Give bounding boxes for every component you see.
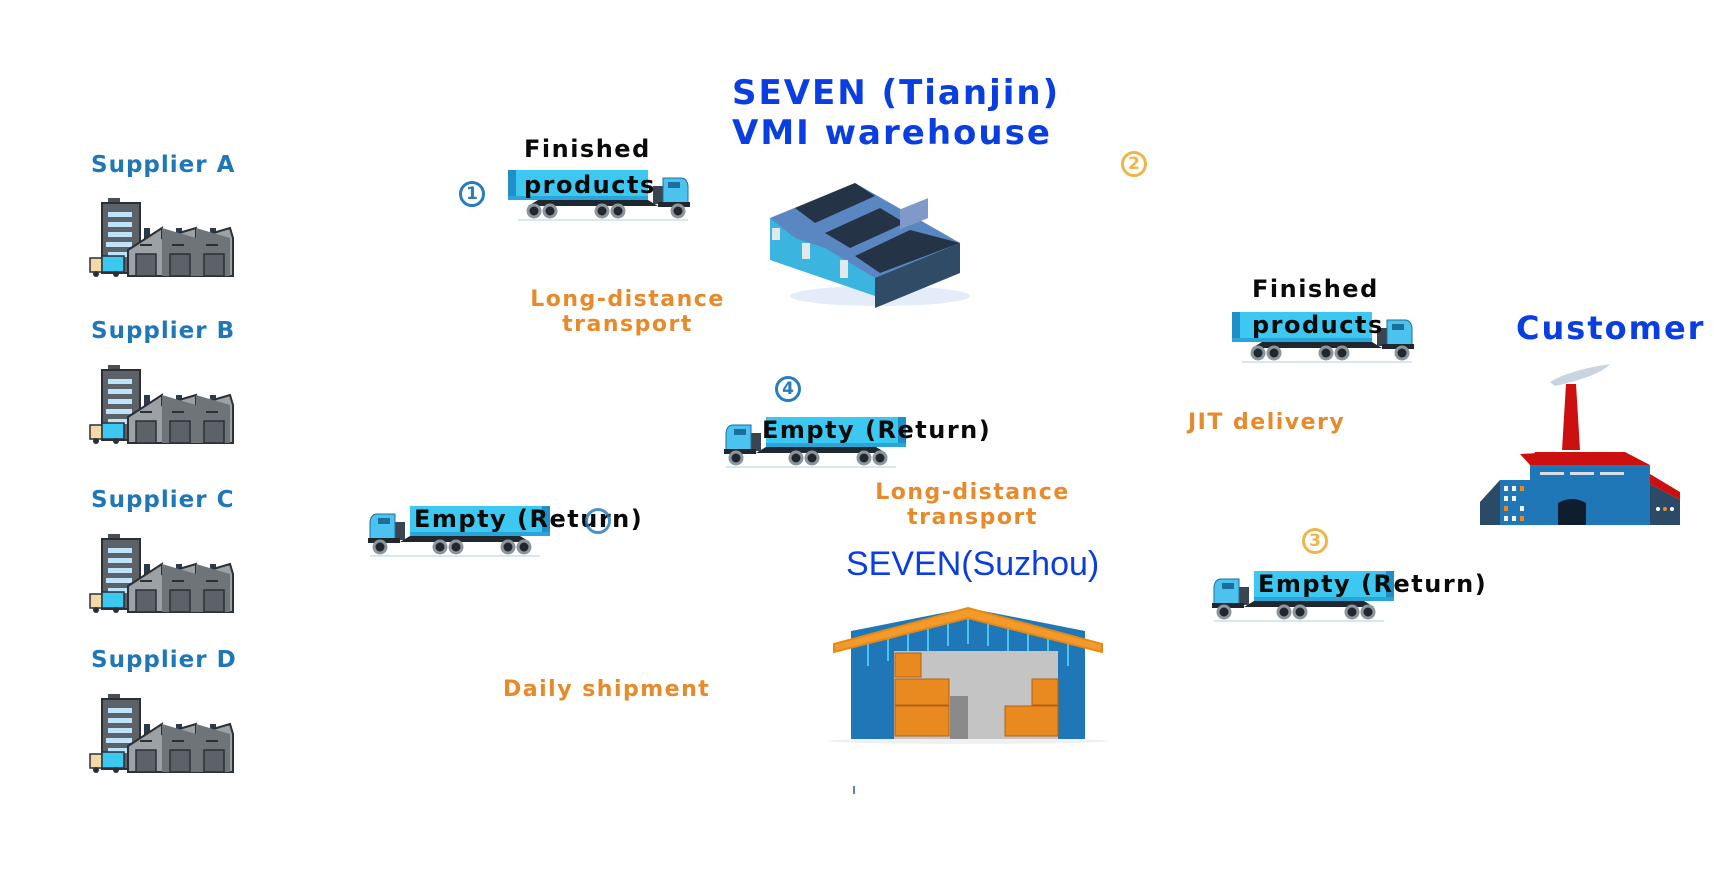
artifact-mark — [853, 786, 855, 794]
long-distance-line2: transport — [562, 312, 693, 337]
warehouse-icon — [770, 183, 970, 308]
tianjin-title-line1: SEVEN (Tianjin) — [732, 73, 1061, 113]
long-distance-label-2: Long-distance transport — [870, 480, 1075, 530]
long-distance-line2: transport — [907, 505, 1038, 530]
supplier-d-label: Supplier D — [91, 647, 237, 673]
factory-icon — [89, 534, 234, 614]
supplier-b-label: Supplier B — [91, 318, 236, 344]
long-distance-label-1: Long-distance transport — [525, 287, 730, 337]
step-4-badge: 4 — [775, 376, 801, 402]
truck-1-line1: Finished — [524, 135, 651, 163]
step-2-badge: 2 — [1121, 151, 1147, 177]
truck-2-line1: Finished — [1252, 275, 1379, 303]
truck-2-line2: products — [1252, 311, 1384, 339]
daily-shipment-label: Daily shipment — [503, 677, 711, 702]
long-distance-line1: Long-distance — [875, 480, 1070, 505]
step-3-badge: 3 — [1302, 528, 1328, 554]
warehouse-icon — [828, 606, 1108, 744]
long-distance-line1: Long-distance — [530, 287, 725, 312]
factory-icon — [89, 694, 234, 774]
suzhou-title: SEVEN(Suzhou) — [846, 545, 1100, 583]
supplier-c-label: Supplier C — [91, 487, 235, 513]
jit-delivery-label: JIT delivery — [1188, 410, 1346, 435]
factory-icon — [89, 365, 234, 445]
supplier-a-label: Supplier A — [91, 152, 236, 178]
customer-title: Customer — [1516, 309, 1706, 347]
step-1-badge: 1 — [459, 181, 485, 207]
customer-factory-icon — [1480, 364, 1680, 525]
factory-icon — [89, 198, 234, 278]
truck-4-label: Empty (Return) — [762, 416, 992, 444]
step-badge-faded — [585, 508, 611, 534]
truck-3-label: Empty (Return) — [1258, 570, 1488, 598]
tianjin-title-line2: VMI warehouse — [732, 113, 1052, 153]
truck-1-line2: products — [524, 171, 656, 199]
